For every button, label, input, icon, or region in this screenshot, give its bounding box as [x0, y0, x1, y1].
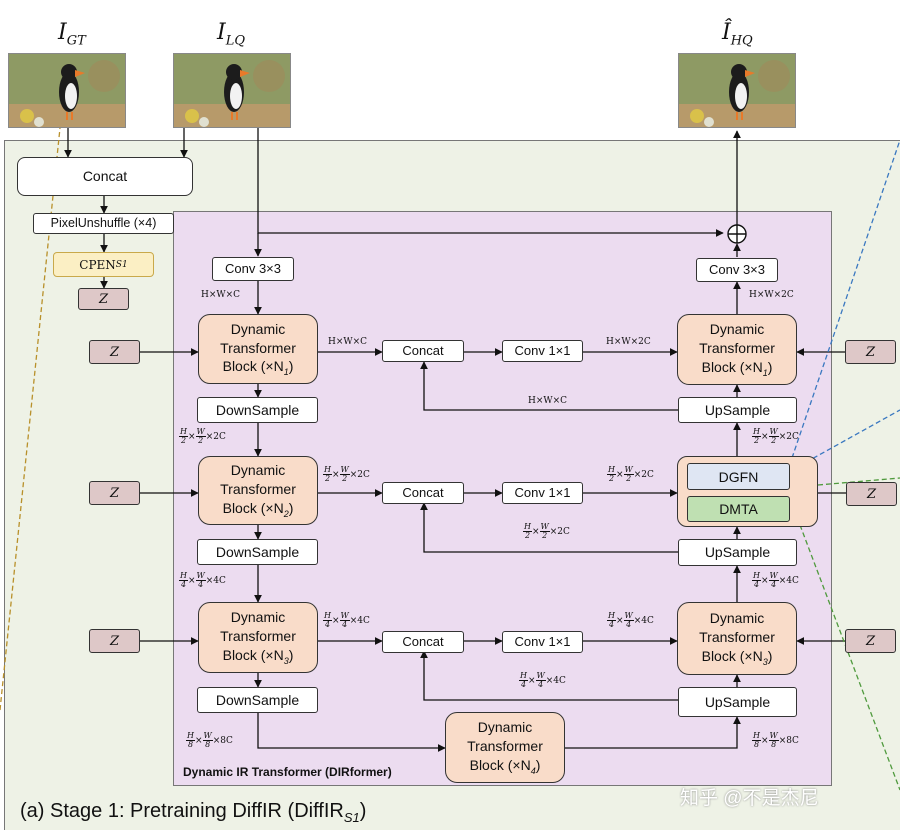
dim-label-hw2c-out: H×W×2C	[749, 290, 794, 300]
puffin-image-hq	[678, 53, 796, 128]
pixel-unshuffle: PixelUnshuffle (×4)	[33, 213, 174, 234]
concat-row-1: Concat	[382, 340, 464, 362]
conv1x1-row-3: Conv 1×1	[502, 631, 583, 653]
z-vector-left-1: Z	[89, 340, 140, 364]
upsample-1: UpSample	[678, 397, 797, 423]
conv1x1-row-1: Conv 1×1	[502, 340, 583, 362]
dim-label-up-skip-1: H×W×C	[528, 396, 568, 406]
concat-row-2: Concat	[382, 482, 464, 504]
dim-label-skip-1: H×W×C	[328, 337, 368, 347]
z-vector-left-3: Z	[89, 629, 140, 653]
title-lq: ILQ	[217, 20, 245, 49]
figure-caption: (a) Stage 1: Pretraining DiffIR (DiffIRS…	[20, 800, 367, 825]
conv3x3-out: Conv 3×3	[696, 258, 778, 282]
dirformer-label: Dynamic IR Transformer (DIRformer)	[183, 765, 392, 779]
title-hq: ÎHQ	[722, 20, 753, 49]
puffin-image-lq	[173, 53, 291, 128]
downsample-3: DownSample	[197, 687, 318, 713]
upsample-2: UpSample	[678, 539, 797, 566]
z-vector-right-2: Z	[846, 482, 897, 506]
puffin-image-gt	[8, 53, 126, 128]
dgfn-module: DGFN	[687, 463, 790, 490]
z-vector-right-1: Z	[845, 340, 896, 364]
dim-label-hwc-in: H×W×C	[201, 290, 241, 300]
watermark: 知乎 @不是杰尼	[680, 788, 819, 809]
z-vector-left-2: Z	[89, 481, 140, 505]
conv3x3-in: Conv 3×3	[212, 257, 294, 281]
dmta-module: DMTA	[687, 496, 790, 522]
upsample-3: UpSample	[678, 687, 797, 717]
concat-row-3: Concat	[382, 631, 464, 653]
dim-label-out-1: H×W×2C	[606, 337, 651, 347]
title-gt: IGT	[58, 20, 86, 49]
downsample-2: DownSample	[197, 539, 318, 565]
z-vector-cpen: Z	[78, 288, 129, 310]
downsample-1: DownSample	[197, 397, 318, 423]
z-vector-right-3: Z	[845, 629, 896, 653]
add-node-icon	[727, 224, 747, 244]
concat-input: Concat	[17, 157, 193, 196]
conv1x1-row-2: Conv 1×1	[502, 482, 583, 504]
